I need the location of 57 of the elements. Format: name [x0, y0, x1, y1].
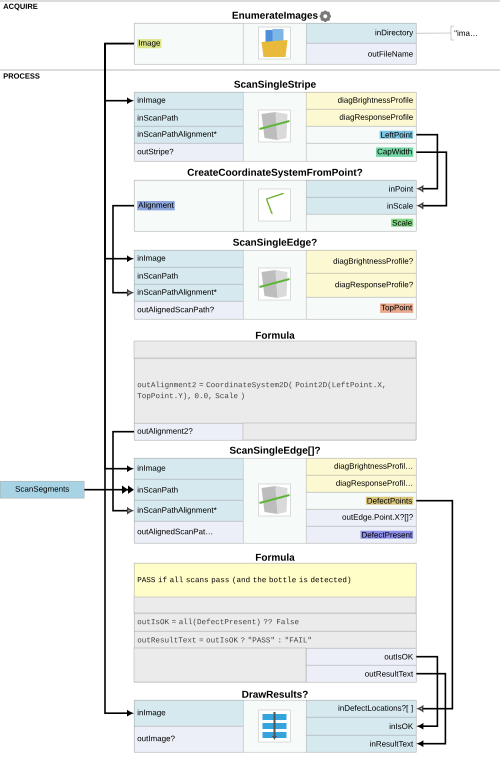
port-cell: outIsOK — [306, 648, 416, 666]
port-cell: diagBrightnessProfil… — [306, 458, 416, 476]
node-label: ScanSingleEdge[]? — [230, 446, 320, 456]
port-cell: inScanPath — [134, 267, 244, 284]
port-cell: inIsOK — [306, 717, 416, 736]
node-label: ScanSingleEdge? — [233, 238, 317, 248]
node-label: DrawResults? — [242, 690, 308, 698]
port-cell: inImage — [134, 458, 244, 480]
port-cell: inScanPathAlignment* — [134, 126, 244, 144]
port-cell: outFileName — [306, 43, 416, 64]
port-cell: inImage — [134, 250, 244, 268]
port-cell: inScanPath — [134, 109, 244, 126]
connector-arrow — [416, 656, 438, 729]
port-cell: Scale — [306, 214, 416, 232]
node-label: ScanSingleStripe — [234, 80, 316, 90]
port-cell: inScanPathAlignment* — [134, 500, 244, 522]
port-cell: outResultText — [306, 665, 416, 682]
port-cell: inResultText — [306, 735, 416, 752]
connector-arrow — [416, 672, 446, 746]
value-text: "ima… — [450, 26, 477, 40]
port-cell: inScanPath — [134, 479, 244, 500]
connector-arrow — [416, 134, 438, 192]
port-cell: outAlignedScanPath? — [134, 301, 244, 320]
connector-arrow — [112, 204, 134, 296]
connector-arrow — [416, 151, 448, 209]
connector-arrow — [112, 430, 134, 514]
port-cell: outAlignedScanPat… — [134, 521, 244, 544]
port-cell: CapWidth — [306, 143, 416, 162]
port-cell: outEdge.Point.X?[]? — [306, 509, 416, 526]
port-cell: inImage — [134, 92, 244, 110]
port-cell: diagResponseProfil… — [306, 475, 416, 492]
port-cell: inDefectLocations?[ ] — [306, 700, 416, 718]
port-cell: inScanPathAlignment* — [134, 284, 244, 302]
port-cell: TopPoint — [306, 297, 416, 320]
port-cell: Alignment — [134, 180, 244, 232]
node-label: EnumerateImages — [232, 12, 318, 21]
port-cell: diagResponseProfile — [306, 109, 416, 126]
data-source-box: ScanSegments — [0, 481, 84, 498]
port-cell: outAlignment2? — [134, 423, 244, 440]
port-cell: inDirectory — [306, 23, 416, 44]
node-label: CreateCoordinateSystemFromPoint? — [188, 168, 362, 178]
node-label: Formula — [256, 331, 295, 339]
port-cell: inPoint — [306, 180, 416, 198]
port-cell: diagResponseProfile? — [306, 273, 416, 298]
port-cell: outImage? — [134, 726, 244, 752]
port-cell: outStripe? — [134, 143, 244, 162]
port-cell: LeftPoint — [306, 126, 416, 144]
port-cell: DefectPresent — [306, 526, 416, 544]
port-cell: diagBrightnessProfile? — [306, 250, 416, 274]
port-cell: diagBrightnessProfile — [306, 92, 416, 110]
port-cell: DefectPoints — [306, 492, 416, 510]
port-cell: inImage — [134, 700, 244, 726]
connector-arrow — [416, 500, 454, 712]
port-cell: inScale — [306, 197, 416, 214]
node-label: Formula — [256, 553, 295, 561]
port-cell: Image — [134, 23, 244, 64]
connector-arrow — [104, 42, 134, 716]
